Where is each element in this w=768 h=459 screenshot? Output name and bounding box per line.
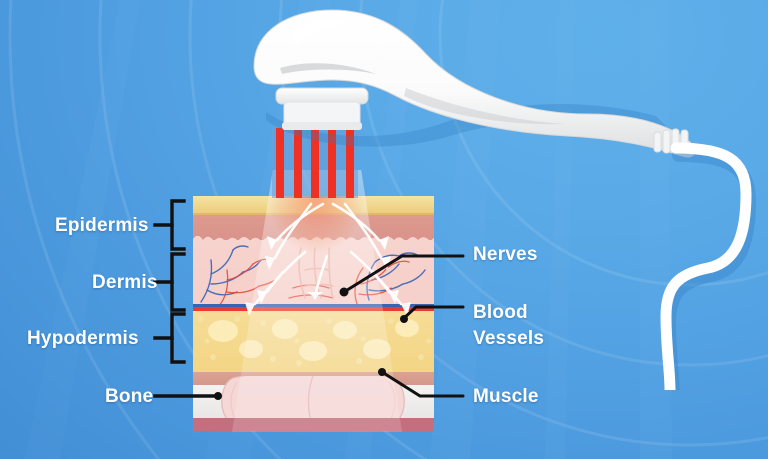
layer-epidermis-divider — [193, 213, 434, 215]
label-hypodermis: Hypodermis — [27, 328, 139, 349]
artery-horizontal — [193, 307, 434, 311]
label-blood-vessels: Blood Vessels — [473, 300, 544, 352]
label-blood-vessels-line1: Blood — [473, 302, 528, 323]
layer-epidermis-surface — [193, 196, 434, 213]
label-nerves: Nerves — [473, 244, 538, 265]
label-epidermis: Epidermis — [55, 215, 149, 236]
label-dermis: Dermis — [92, 272, 158, 293]
penetration-arrows — [245, 202, 411, 316]
fat-cells — [198, 316, 432, 366]
beam-bars — [272, 128, 358, 198]
layer-bone-base — [193, 418, 434, 431]
vein-horizontal — [193, 304, 434, 307]
label-blood-vessels-line2: Vessels — [473, 328, 545, 349]
label-bone: Bone — [105, 386, 154, 407]
label-muscle: Muscle — [473, 386, 539, 407]
power-cable — [660, 142, 757, 390]
vessel-and-nerve-network — [200, 245, 426, 307]
ultrasound-handpiece[interactable] — [236, 4, 706, 174]
